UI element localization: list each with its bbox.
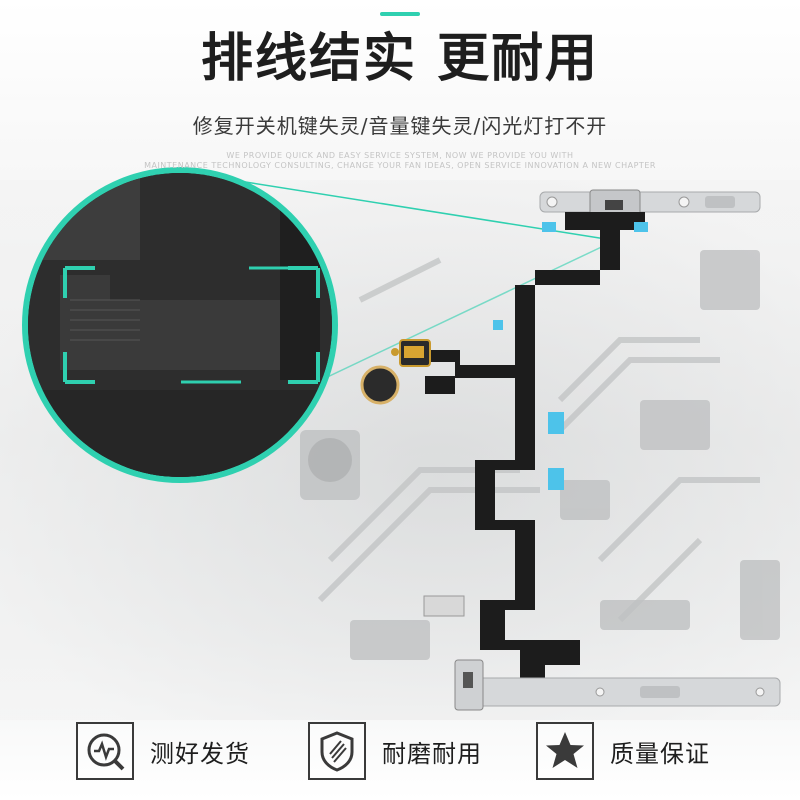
magnifier-detail	[22, 167, 338, 483]
flex-cable-product	[360, 189, 781, 711]
accent-bar	[380, 12, 420, 16]
badge-tested: 测好发货	[76, 720, 250, 782]
faint-tagline-1: WE PROVIDE QUICK AND EASY SERVICE SYSTEM…	[226, 151, 574, 160]
shield-icon	[308, 722, 366, 780]
badge-quality: 质量保证	[536, 720, 710, 782]
badge-quality-label: 质量保证	[610, 739, 710, 768]
badge-durable-label: 耐磨耐用	[382, 739, 482, 768]
badge-durable: 耐磨耐用	[308, 720, 482, 782]
subtitle: 修复开关机键失灵/音量键失灵/闪光灯打不开	[192, 114, 608, 138]
faint-tagline-2: MAINTENANCE TECHNOLOGY CONSULTING, CHANG…	[144, 161, 656, 170]
headline: 排线结实 更耐用	[200, 29, 600, 89]
star-icon	[536, 722, 594, 780]
feature-badges: 测好发货 耐磨耐用 质量保证	[0, 720, 800, 790]
badge-tested-label: 测好发货	[150, 739, 250, 768]
heartbeat-check-icon	[76, 722, 134, 780]
